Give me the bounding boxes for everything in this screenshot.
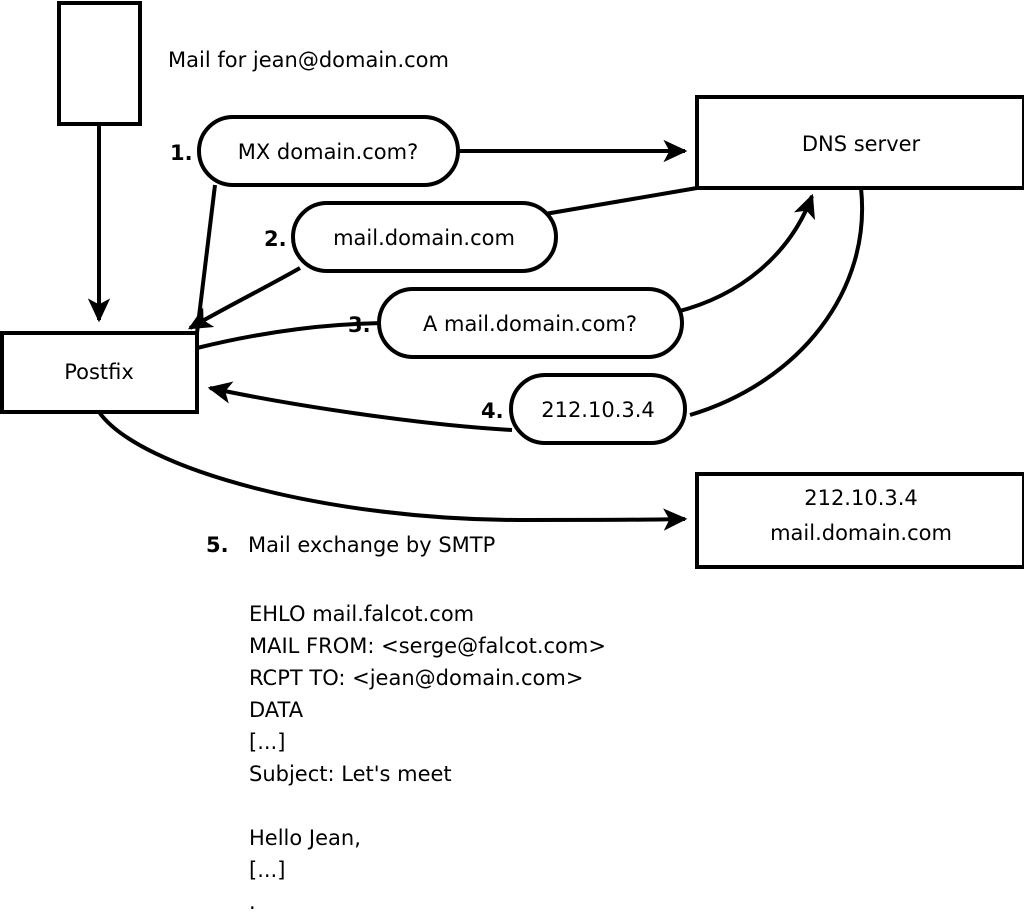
- step-3-bubble-label: A mail.domain.com?: [423, 312, 637, 336]
- step-4-bubble-label: 212.10.3.4: [541, 398, 655, 422]
- step-5-number: 5.: [206, 533, 229, 557]
- step-1-number: 1.: [170, 141, 193, 165]
- diagram-title-text: Mail for jean@domain.com: [168, 48, 449, 72]
- transcript-line-0: EHLO mail.falcot.com: [249, 602, 474, 626]
- step-5-label: Mail exchange by SMTP: [248, 533, 495, 557]
- step-1-bubble-label: MX domain.com?: [238, 140, 419, 164]
- transcript-line-7: Hello Jean,: [249, 826, 361, 850]
- edge-step4-to-postfix: [207, 381, 513, 432]
- step-4-bubble: [509, 373, 687, 445]
- step-2-number: 2.: [264, 227, 287, 251]
- transcript-line-3: DATA: [249, 698, 304, 722]
- transcript-line-9: .: [249, 890, 256, 914]
- step-4-number: 4.: [481, 399, 504, 423]
- transcript-line-5: Subject: Let's meet: [249, 762, 452, 786]
- transcript-line-1: MAIL FROM: <serge@falcot.com>: [249, 634, 606, 658]
- transcript-line-4: [...]: [249, 730, 285, 754]
- postfix-label: Postfix: [64, 360, 134, 384]
- mail-client-box: [57, 1, 142, 126]
- mail-server-box: [695, 472, 1024, 569]
- edge-dns-to-step4: [689, 187, 865, 417]
- edge-step2-to-postfix: [187, 266, 301, 330]
- postfix-box: [0, 331, 199, 414]
- edge-step3-to-dns: [675, 193, 815, 314]
- edge-dns-to-step2: [544, 186, 698, 216]
- mail-server-ip-label: 212.10.3.4: [804, 486, 918, 510]
- edge-step1-tail-postfix: [195, 184, 217, 334]
- step-3-bubble: [377, 287, 684, 359]
- edge-postfix-to-step3: [196, 321, 386, 350]
- mail-server-host-label: mail.domain.com: [770, 521, 952, 545]
- edge-postfix-to-mailserver: [97, 410, 688, 531]
- dns-server-box: [695, 95, 1024, 190]
- step-1-bubble: [197, 115, 460, 187]
- step-2-bubble-label: mail.domain.com: [333, 226, 515, 250]
- transcript-line-8: [...]: [249, 858, 285, 882]
- step-3-number: 3.: [348, 313, 371, 337]
- dns-server-label: DNS server: [802, 132, 921, 156]
- transcript-line-2: RCPT TO: <jean@domain.com>: [249, 666, 583, 690]
- step-2-bubble: [291, 201, 558, 273]
